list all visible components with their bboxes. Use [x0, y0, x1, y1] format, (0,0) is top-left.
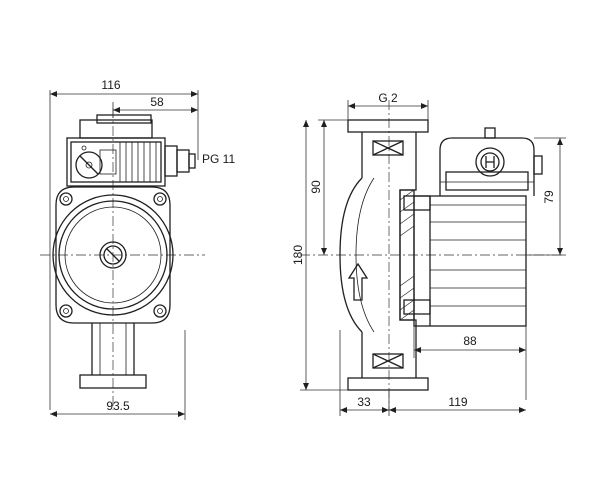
top-flange	[347, 119, 429, 178]
motor-side	[413, 195, 527, 327]
dim-total-height: 180	[291, 245, 305, 265]
dim-thread: G 2	[378, 91, 398, 105]
dim-axis-to-top: 90	[309, 180, 323, 194]
cable-gland	[164, 145, 196, 177]
lower-pipe-front	[79, 323, 147, 389]
dim-terminal-box: 79	[542, 190, 556, 204]
dim-half-width: 58	[150, 95, 164, 109]
side-view: G 2 90 180 79 88 33 119	[291, 91, 566, 416]
pump-body-front	[52, 186, 174, 324]
dim-flange-half: 33	[357, 395, 371, 409]
terminal-box	[66, 114, 166, 187]
bottom-flange	[347, 332, 429, 391]
dim-motor-total: 119	[448, 395, 467, 409]
dim-motor-length: 88	[463, 334, 477, 348]
terminal-box-side	[439, 127, 543, 196]
cable-gland-label: PG 11	[202, 152, 235, 166]
vent-screw	[99, 241, 127, 269]
speed-selector-dial	[75, 151, 103, 179]
dim-overall-width: 116	[101, 78, 120, 92]
speed-knob-side	[475, 147, 505, 177]
flow-direction-arrow	[347, 262, 369, 301]
front-view: 116 58 PG 11 93.5	[40, 78, 235, 420]
dim-base-width: 93.5	[106, 399, 130, 413]
